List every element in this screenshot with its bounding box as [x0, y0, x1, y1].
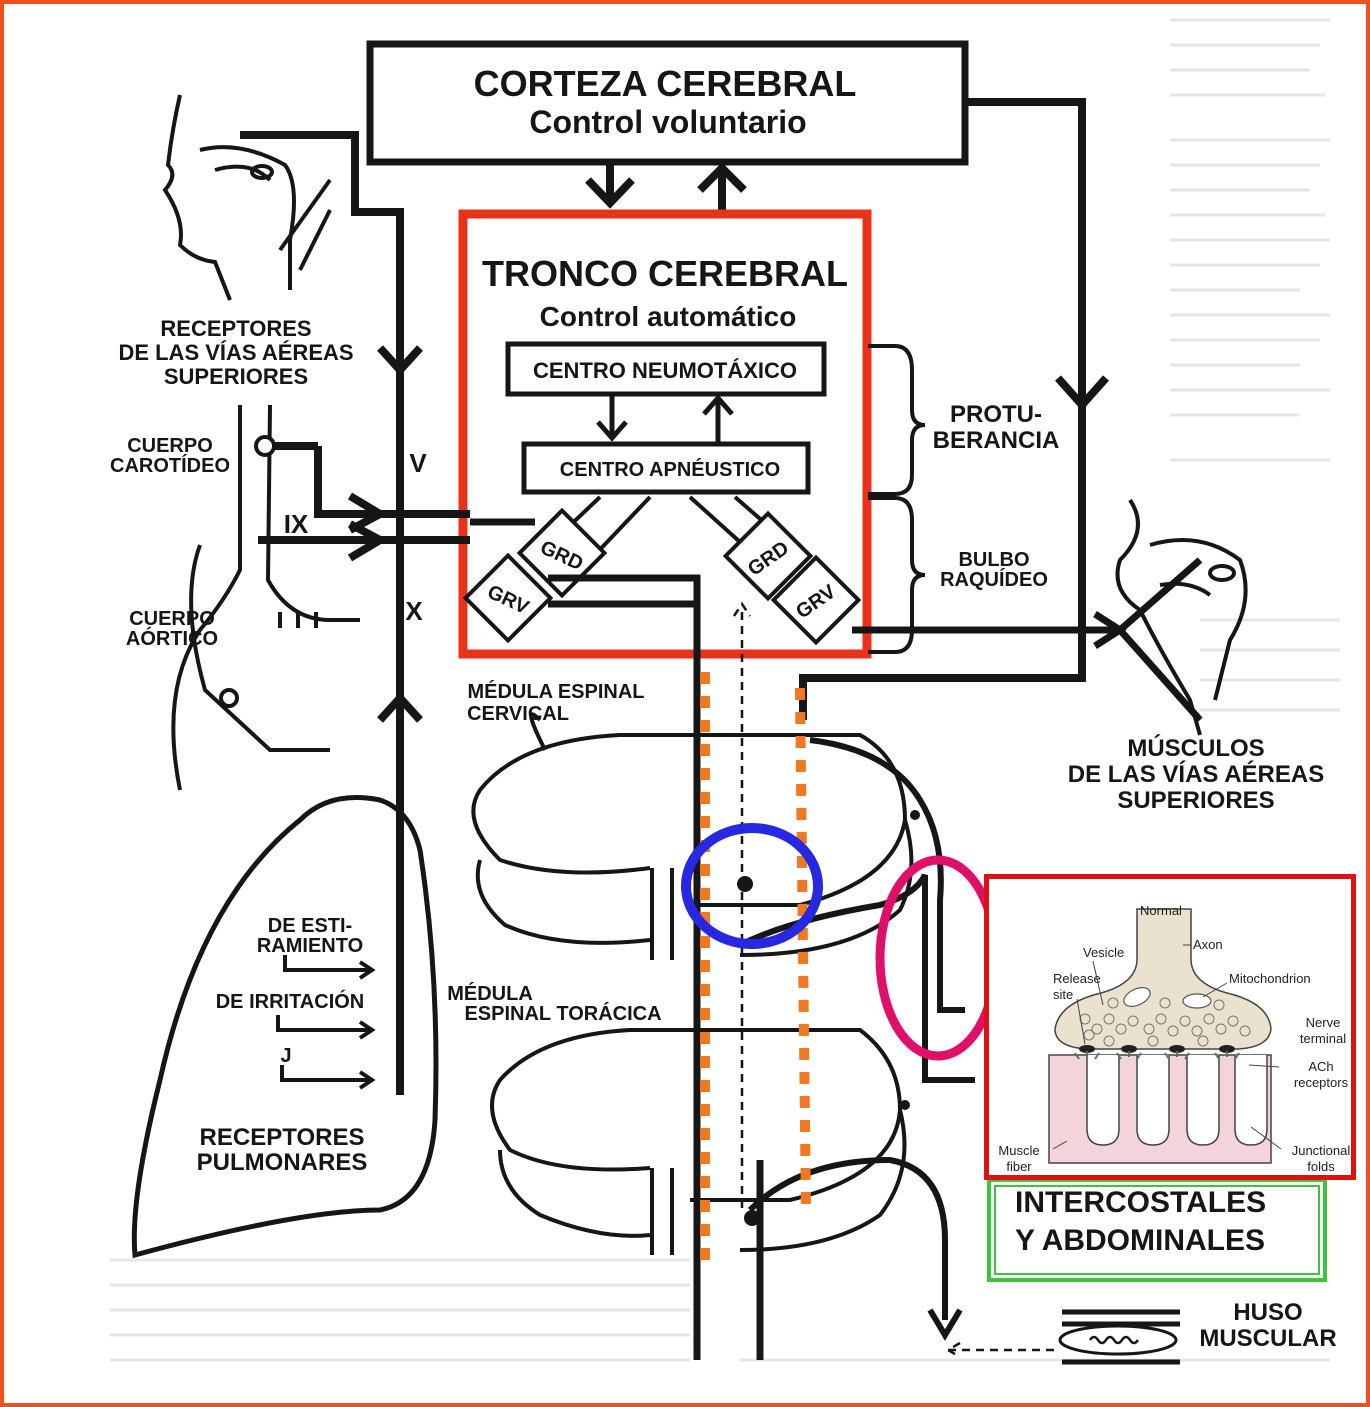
receptores-vias-label-3: SUPERIORES — [164, 364, 308, 389]
upper-airway-head-illustration — [165, 95, 330, 300]
nerve-ix-label: IX — [284, 509, 309, 539]
nerve-x-label: X — [405, 596, 423, 626]
intercostales-box: INTERCOSTALES Y ABDOMINALES — [987, 1178, 1327, 1282]
receptores-vias-label-1: RECEPTORES — [160, 316, 311, 341]
musculos-label-1: MÚSCULOS — [1127, 734, 1264, 762]
musculos-label-3: SUPERIORES — [1117, 787, 1274, 814]
huso-label-2: MUSCULAR — [1199, 1325, 1336, 1352]
nerve-terminal-label-2: terminal — [1300, 1031, 1346, 1046]
neumotaxico-label: CENTRO NEUMOTÁXICO — [533, 358, 797, 383]
protuberancia-label-2: BERANCIA — [933, 427, 1060, 454]
muscle-fiber-label-1: Muscle — [998, 1143, 1039, 1158]
cuerpo-aortico-label-1: CUERPO — [129, 608, 215, 630]
receptores-pulmonares-label-1: RECEPTORES — [200, 1124, 365, 1151]
irritacion-label: DE IRRITACIÓN — [216, 989, 365, 1013]
neuromuscular-junction-inset: Normal Axon Vesicle Release site Mitocho… — [984, 874, 1356, 1180]
musculos-label-2: DE LAS VÍAS AÉREAS — [1068, 760, 1325, 788]
apneustico-label: CENTRO APNÉUSTICO — [560, 458, 780, 481]
orange-dashed-pathways — [705, 672, 806, 1260]
axon-label: Axon — [1193, 937, 1223, 952]
j-receptor-label: J — [280, 1045, 291, 1067]
nerve-v-label: V — [409, 448, 427, 478]
receptores-vias-label-2: DE LAS VÍAS AÉREAS — [118, 340, 353, 365]
bulbo-label-2: RAQUÍDEO — [940, 568, 1048, 591]
muscle-fiber-label-2: fiber — [1006, 1159, 1032, 1174]
estiramiento-label-2: RAMIENTO — [257, 935, 363, 957]
intercostales-label-1: INTERCOSTALES — [1015, 1186, 1266, 1220]
cervical-spinal-section — [473, 714, 911, 960]
corteza-tronco-arrows — [588, 162, 744, 210]
intercostales-label-2: Y ABDOMINALES — [1015, 1224, 1265, 1258]
ach-label-2: receptors — [1294, 1075, 1349, 1090]
receptores-pulmonares-label-2: PULMONARES — [197, 1149, 368, 1176]
ach-label-1: ACh — [1308, 1059, 1333, 1074]
protuberancia-label-1: PROTU- — [950, 401, 1042, 428]
lung-illustration — [134, 798, 436, 1256]
tronco-subtitle: Control automático — [540, 301, 797, 332]
medula-cervical-label-2: CERVICAL — [467, 703, 569, 725]
vesicle-label: Vesicle — [1083, 945, 1124, 960]
release-site-label-1: Release — [1053, 971, 1101, 986]
protuberancia-bracket — [868, 346, 925, 494]
junctional-folds-label-1: Junctional — [1292, 1143, 1351, 1158]
cuerpo-carotideo-label-2: CAROTÍDEO — [110, 454, 230, 477]
pulmonary-receptor-arrows — [278, 955, 372, 1088]
muscle-spindle-illustration — [1060, 1312, 1180, 1362]
huso-label-1: HUSO — [1233, 1299, 1302, 1326]
estiramiento-label-1: DE ESTI- — [268, 915, 352, 937]
nerve-terminal-label-1: Nerve — [1306, 1015, 1341, 1030]
tronco-title: TRONCO CEREBRAL — [482, 253, 848, 294]
junctional-folds-label-2: folds — [1307, 1159, 1335, 1174]
bulbo-label-1: BULBO — [958, 549, 1029, 571]
corteza-title: CORTEZA CEREBRAL — [474, 63, 857, 104]
corteza-subtitle: Control voluntario — [529, 104, 806, 140]
release-site-label-2: site — [1053, 987, 1073, 1002]
medula-toracica-label-2: ESPINAL TORÁCICA — [464, 1002, 661, 1025]
medula-cervical-label-1: MÉDULA ESPINAL — [467, 680, 644, 703]
nmj-illustration: Normal Axon Vesicle Release site Mitocho… — [989, 879, 1351, 1175]
cuerpo-aortico-label-2: AÓRTICO — [126, 626, 218, 650]
normal-label: Normal — [1140, 903, 1182, 918]
neumo-apneu-arrows — [598, 394, 732, 442]
medula-toracica-label-1: MÉDULA — [447, 982, 533, 1005]
cuerpo-carotideo-label-1: CUERPO — [127, 435, 213, 457]
mitochondrion-label: Mitochondrion — [1229, 971, 1311, 986]
